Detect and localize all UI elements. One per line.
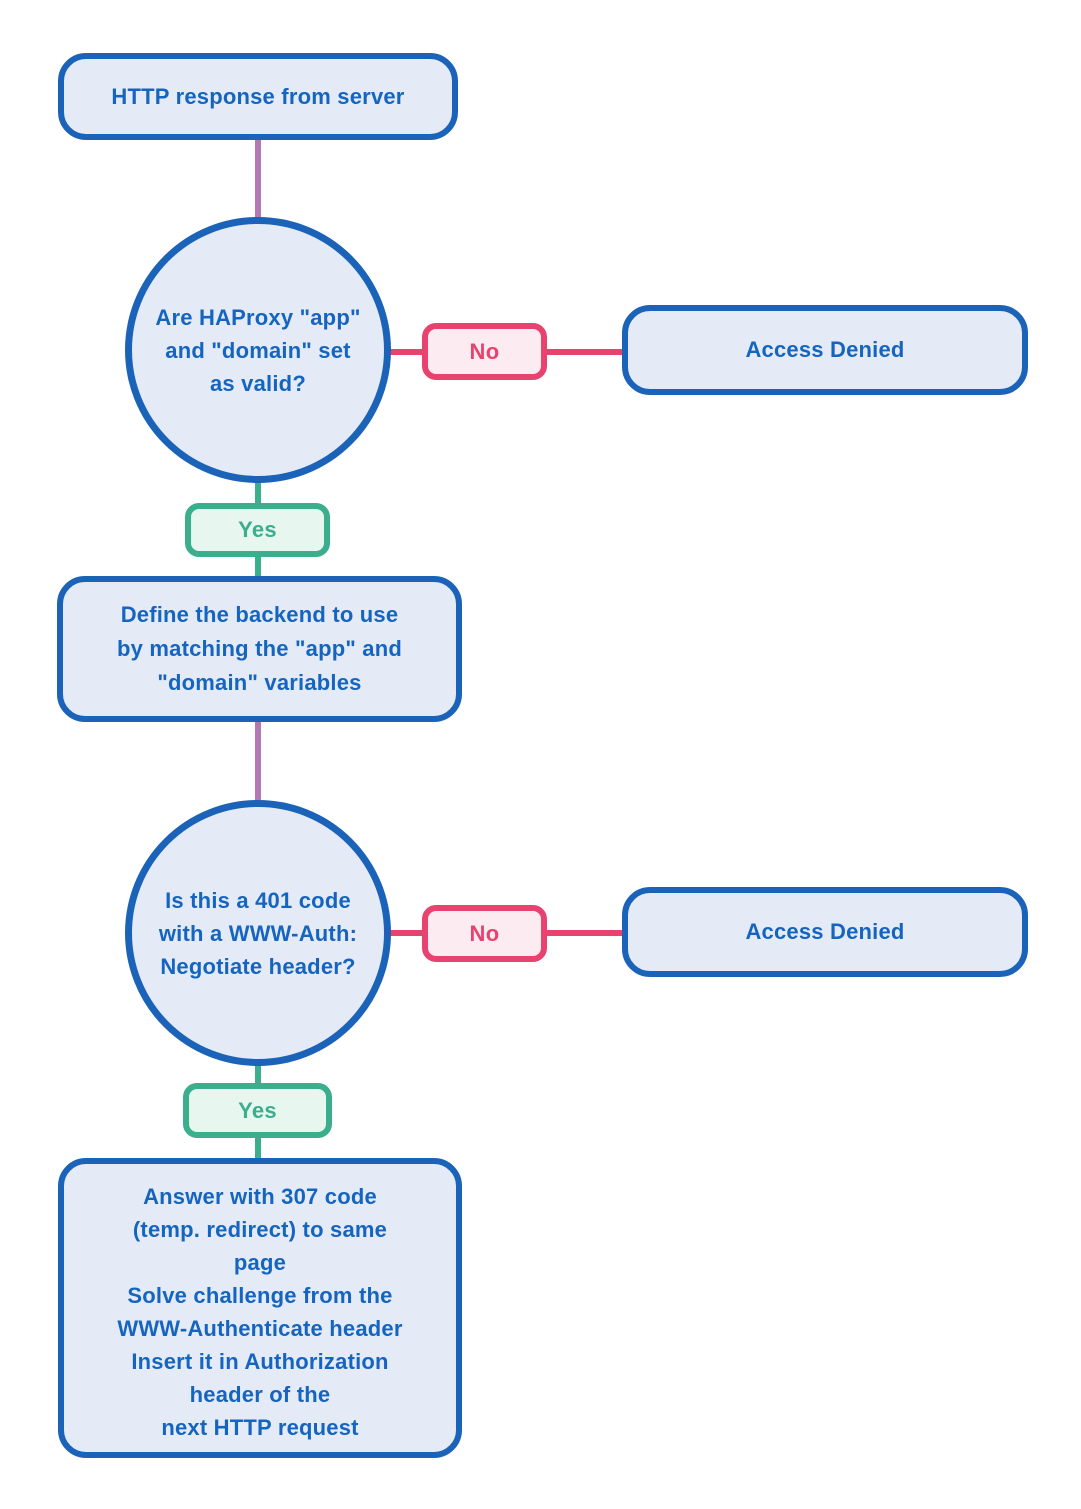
connector-yes1-to-process1 (255, 552, 261, 582)
connector-decision2-to-no2 (385, 930, 427, 936)
yes-badge-1: Yes (185, 503, 330, 557)
connector-no2-to-denied2 (545, 930, 627, 936)
connector-yes2-to-process2 (255, 1133, 261, 1163)
connector-decision2-to-yes2 (255, 1058, 261, 1090)
connector-process1-to-decision2 (255, 717, 261, 807)
no-badge-1: No (422, 323, 547, 380)
no-badge-2: No (422, 905, 547, 962)
connector-decision1-to-yes1 (255, 478, 261, 508)
decision-401-negotiate-circle: Is this a 401 code with a WWW-Auth: Nego… (125, 800, 391, 1066)
connector-start-to-decision1 (255, 135, 261, 225)
connector-no1-to-denied1 (545, 349, 627, 355)
decision-haproxy-vars-circle: Are HAProxy "app" and "domain" set as va… (125, 217, 391, 483)
yes-badge-2: Yes (183, 1083, 332, 1138)
connector-decision1-to-no1 (385, 349, 427, 355)
answer-307-node: Answer with 307 code (temp. redirect) to… (58, 1158, 462, 1458)
access-denied-node-1: Access Denied (622, 305, 1028, 395)
define-backend-node: Define the backend to use by matching th… (57, 576, 462, 722)
start-node: HTTP response from server (58, 53, 458, 140)
access-denied-node-2: Access Denied (622, 887, 1028, 977)
